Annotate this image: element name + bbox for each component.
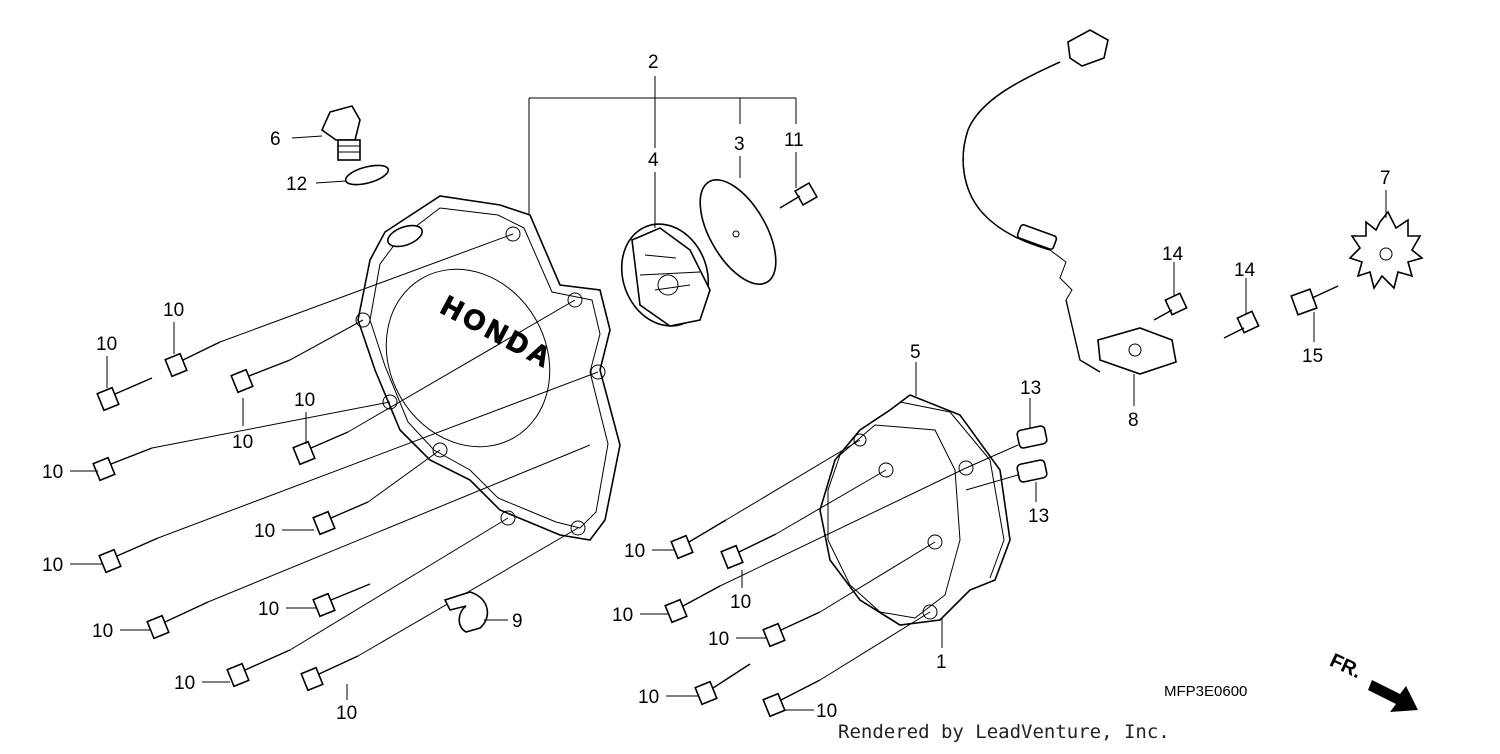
callout-13a: 13 bbox=[1020, 378, 1041, 399]
callout-14b: 14 bbox=[1234, 260, 1256, 281]
front-direction-arrow: FR. bbox=[1326, 650, 1418, 712]
render-credit: Rendered by LeadVenture, Inc. bbox=[838, 721, 1170, 743]
oil-filler-cap bbox=[321, 105, 361, 161]
callout-15: 15 bbox=[1302, 346, 1323, 367]
callout-10b: 10 bbox=[163, 300, 184, 321]
label-leaders bbox=[70, 135, 1387, 711]
bracket-2 bbox=[528, 76, 797, 215]
pulse-generator bbox=[962, 29, 1177, 375]
dowel-pin-upper bbox=[1016, 425, 1048, 449]
clutch-cover: HONDA bbox=[355, 195, 621, 541]
leader-lines-right bbox=[719, 439, 1019, 681]
callout-2: 2 bbox=[648, 52, 659, 73]
callout-12: 12 bbox=[286, 174, 307, 195]
hose-clamp bbox=[443, 591, 489, 633]
callout-10d: 10 bbox=[294, 390, 315, 411]
callout-1: 1 bbox=[936, 652, 947, 673]
callout-labels: 2 6 12 4 3 11 7 14 14 15 5 8 13 13 9 1 1… bbox=[42, 52, 1391, 724]
callout-9: 9 bbox=[512, 611, 523, 632]
callout-3: 3 bbox=[734, 134, 745, 155]
callout-10o: 10 bbox=[708, 629, 729, 650]
callout-6: 6 bbox=[270, 129, 281, 150]
callout-13b: 13 bbox=[1028, 506, 1049, 527]
small-bolt-14a bbox=[1153, 292, 1188, 321]
o-ring bbox=[344, 164, 390, 186]
callout-4: 4 bbox=[648, 150, 659, 171]
flange-bolt-group-left bbox=[92, 341, 371, 692]
small-bolt bbox=[779, 181, 819, 209]
callout-8: 8 bbox=[1128, 410, 1139, 431]
flange-bolt-group-right bbox=[664, 519, 821, 718]
impeller bbox=[620, 223, 711, 327]
small-bolt-14b bbox=[1223, 310, 1260, 339]
callout-10p: 10 bbox=[638, 687, 659, 708]
callout-10j: 10 bbox=[174, 673, 195, 694]
flange-bolt-15 bbox=[1290, 285, 1339, 316]
callout-10i: 10 bbox=[258, 599, 279, 620]
generator-cover bbox=[819, 394, 1011, 626]
callout-14a: 14 bbox=[1162, 244, 1184, 265]
callout-10n: 10 bbox=[612, 605, 633, 626]
callout-5: 5 bbox=[910, 342, 921, 363]
pulse-rotor bbox=[1348, 210, 1424, 290]
callout-10h: 10 bbox=[254, 521, 275, 542]
callout-10l: 10 bbox=[624, 541, 645, 562]
callout-11: 11 bbox=[784, 130, 804, 151]
callout-10q: 10 bbox=[816, 701, 837, 722]
callout-10c: 10 bbox=[232, 432, 253, 453]
callout-10f: 10 bbox=[42, 555, 63, 576]
diagram-code: MFP3E0600 bbox=[1164, 683, 1247, 700]
dowel-pin-lower bbox=[1016, 459, 1048, 483]
callout-7: 7 bbox=[1380, 168, 1391, 189]
callout-10a: 10 bbox=[96, 334, 117, 355]
callout-10g: 10 bbox=[92, 621, 113, 642]
callout-10m: 10 bbox=[730, 592, 751, 613]
callout-10k: 10 bbox=[336, 703, 357, 724]
callout-10e: 10 bbox=[42, 462, 63, 483]
front-marker-label: FR. bbox=[1326, 650, 1364, 684]
